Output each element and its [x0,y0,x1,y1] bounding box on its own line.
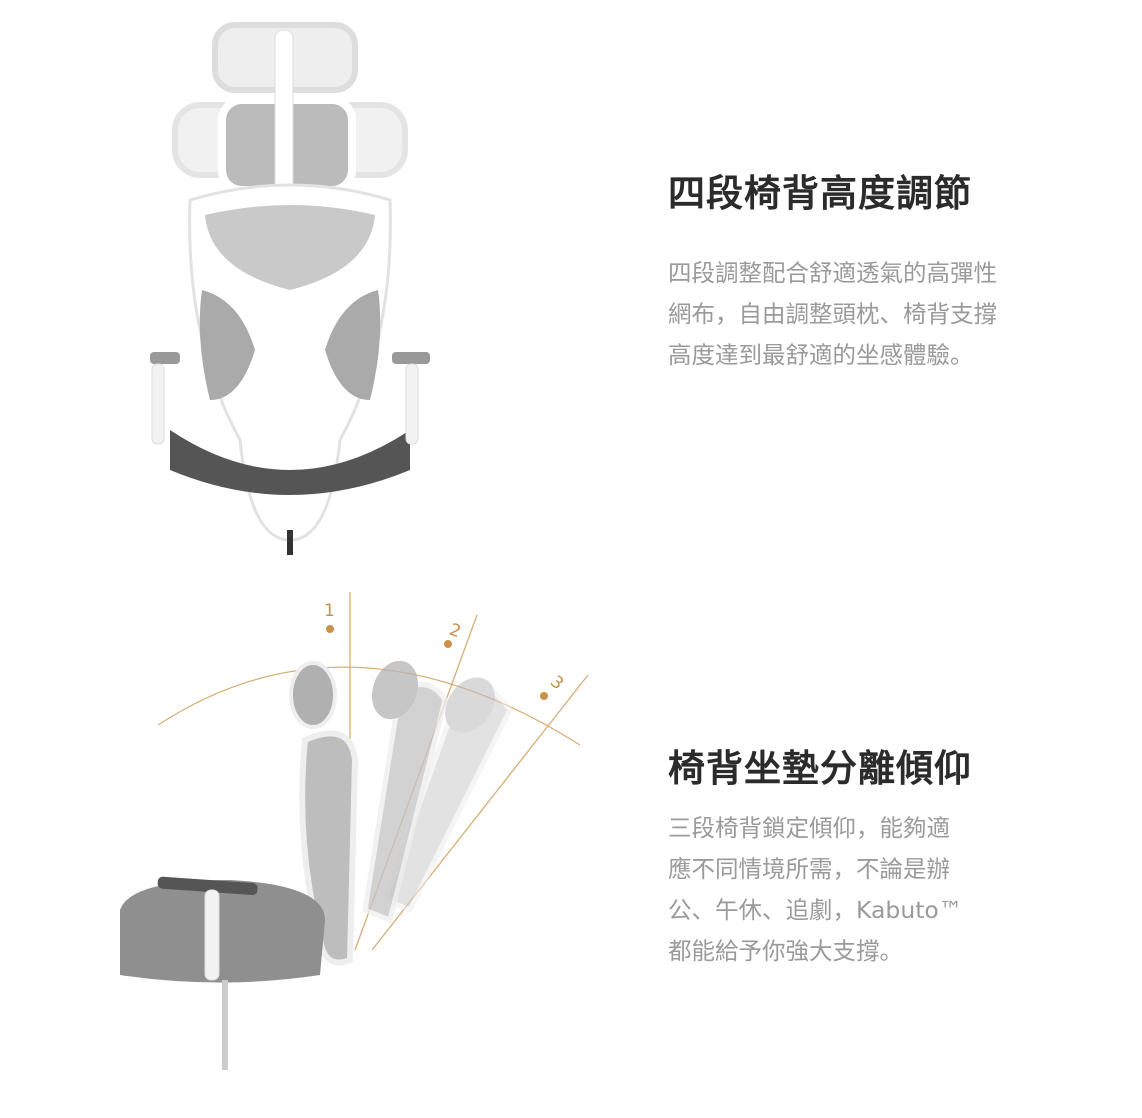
chair-tilt-image: 1 2 3 [120,592,589,1070]
tilt-label-3: 3 [546,672,567,694]
description-line: 公、午休、追劇，Kabuto™ [668,896,963,924]
chair-back-image [150,22,430,555]
description-line: 四段調整配合舒適透氣的高彈性 [668,259,997,287]
tilt-label-2: 2 [447,620,464,642]
description-line: 網布，自由調整頭枕、椅背支撐 [668,300,997,328]
section2-description: 三段椅背鎖定傾仰，能夠適 應不同情境所需，不論是辦 公、午休、追劇，Kabuto… [668,808,962,972]
description-line: 都能給予你強大支撐。 [668,937,903,965]
description-line: 三段椅背鎖定傾仰，能夠適 [668,814,950,842]
description-line: 高度達到最舒適的坐感體驗。 [668,341,974,369]
section1-title: 四段椅背高度調節 [668,172,972,215]
section1-description: 四段調整配合舒適透氣的高彈性 網布，自由調整頭枕、椅背支撐 高度達到最舒適的坐感… [668,253,997,376]
description-line: 應不同情境所需，不論是辦 [668,855,950,883]
tilt-label-1: 1 [324,601,335,621]
tilt-dot-1 [326,625,334,633]
tilt-dot-3 [540,692,548,700]
tilt-dot-2 [444,640,452,648]
section2-title: 椅背坐墊分離傾仰 [668,747,972,790]
